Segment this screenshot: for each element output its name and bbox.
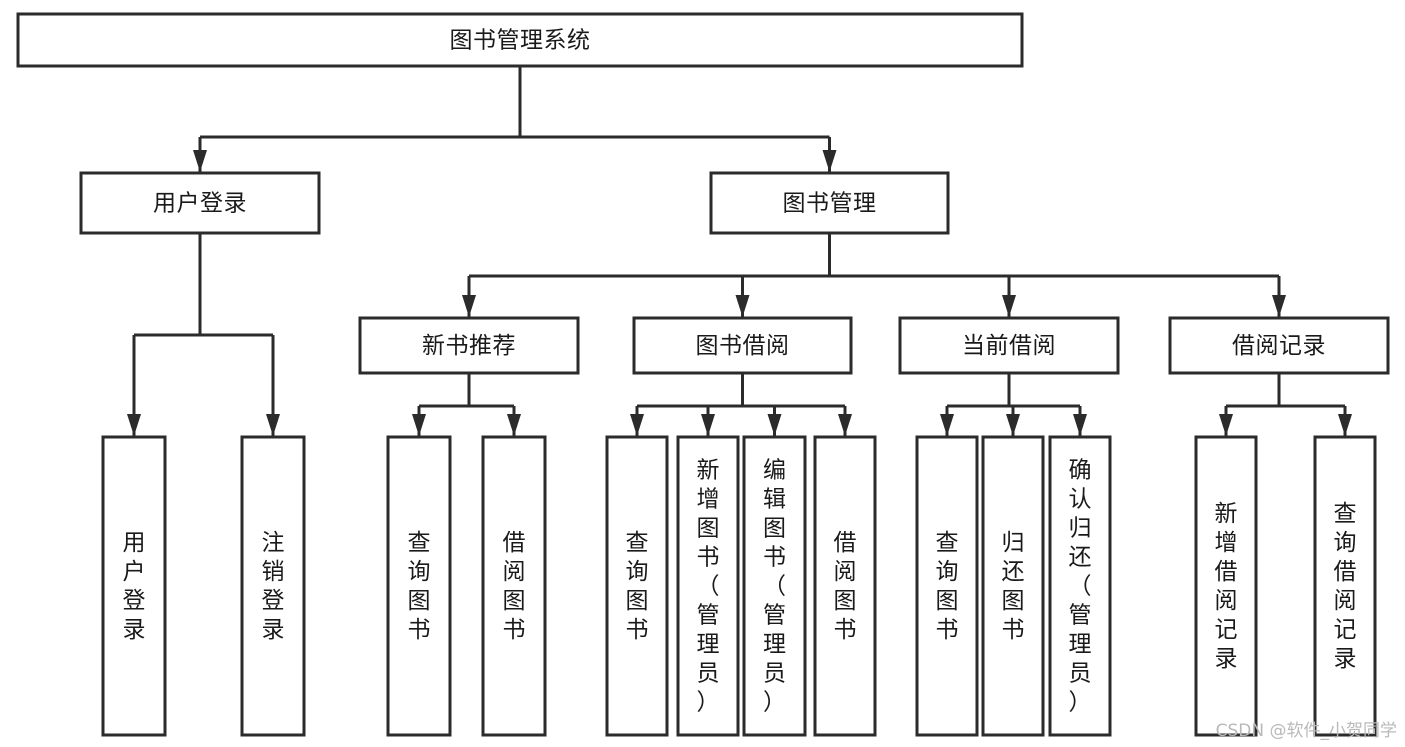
arrow-head-icon	[1272, 295, 1286, 317]
node-current-borrow[interactable]: 当前借阅	[898, 316, 1120, 375]
node-book-management[interactable]: 图书管理	[709, 171, 950, 235]
csdn-watermark: CSDN @软件_小贺同学	[1215, 721, 1397, 741]
node-box-edit-book-admin[interactable]	[742, 435, 807, 737]
arrow-head-icon	[127, 414, 141, 436]
arrow-head-icon	[462, 295, 476, 317]
node-label-add-borrow-record: 新增借阅记录	[1215, 501, 1238, 672]
node-box-confirm-return-admin[interactable]	[1048, 435, 1112, 737]
node-label-query-book-2: 查询图书	[626, 530, 649, 643]
arrow-head-icon	[630, 414, 644, 436]
node-label-edit-book-admin: 编辑图书（管理员）	[763, 458, 786, 716]
node-box-query-book-2[interactable]	[605, 435, 669, 737]
node-user-login-do[interactable]: 用户登录	[101, 435, 167, 737]
arrow-head-icon	[266, 414, 280, 436]
node-box-root[interactable]	[16, 12, 1024, 68]
node-edit-book-admin[interactable]: 编辑图书（管理员）	[742, 435, 807, 737]
node-box-query-borrow-record[interactable]	[1313, 435, 1377, 737]
node-query-book-2[interactable]: 查询图书	[605, 435, 669, 737]
arrow-head-icon	[767, 414, 782, 436]
node-label-user-login-do: 用户登录	[123, 530, 146, 643]
arrow-head-icon	[701, 414, 715, 436]
node-label-query-book-1: 查询图书	[408, 530, 431, 643]
node-borrow-record[interactable]: 借阅记录	[1168, 316, 1390, 375]
node-box-user-logout[interactable]	[240, 435, 306, 737]
node-box-borrow-book-1[interactable]	[481, 435, 547, 737]
node-label-borrow-book-2: 借阅图书	[834, 530, 857, 643]
connectors-layer	[127, 66, 1352, 436]
arrow-head-icon	[1006, 414, 1020, 436]
node-label-user-login: 用户登录	[153, 191, 247, 217]
node-book-borrow[interactable]: 图书借阅	[632, 316, 853, 375]
node-borrow-book-2[interactable]: 借阅图书	[813, 435, 877, 737]
arrow-head-icon	[940, 414, 954, 436]
arrow-head-icon	[822, 150, 837, 172]
node-label-borrow-book-1: 借阅图书	[503, 530, 526, 643]
node-box-add-borrow-record[interactable]	[1194, 435, 1258, 737]
node-new-book-recommend[interactable]: 新书推荐	[358, 316, 580, 375]
node-box-add-book-admin[interactable]	[676, 435, 740, 737]
node-box-return-book[interactable]	[981, 435, 1045, 737]
node-borrow-book-1[interactable]: 借阅图书	[481, 435, 547, 737]
arrow-head-icon	[1219, 414, 1233, 436]
node-query-book-3[interactable]: 查询图书	[915, 435, 979, 737]
arrow-head-icon	[1338, 414, 1352, 436]
node-add-book-admin[interactable]: 新增图书（管理员）	[676, 435, 740, 737]
arrow-head-icon	[735, 295, 750, 317]
node-label-add-book-admin: 新增图书（管理员）	[697, 458, 720, 716]
node-label-return-book: 归还图书	[1002, 530, 1025, 643]
node-label-query-book-3: 查询图书	[936, 530, 959, 643]
node-box-current-borrow[interactable]	[898, 316, 1120, 375]
node-user-logout[interactable]: 注销登录	[240, 435, 306, 737]
node-query-borrow-record[interactable]: 查询借阅记录	[1313, 435, 1377, 737]
node-label-book-management: 图书管理	[783, 191, 877, 217]
node-box-query-book-3[interactable]	[915, 435, 979, 737]
node-label-root: 图书管理系统	[450, 28, 591, 54]
node-label-current-borrow: 当前借阅	[962, 333, 1056, 359]
node-box-query-book-1[interactable]	[386, 435, 452, 737]
node-box-borrow-record[interactable]	[1168, 316, 1390, 375]
nodes-layer: 图书管理系统用户登录图书管理用户登录注销登录新书推荐查询图书借阅图书图书借阅查询…	[16, 12, 1390, 737]
node-label-borrow-record: 借阅记录	[1232, 333, 1326, 359]
node-label-query-borrow-record: 查询借阅记录	[1334, 501, 1357, 672]
node-label-user-logout: 注销登录	[262, 530, 285, 643]
node-box-user-login[interactable]	[79, 171, 321, 235]
node-return-book[interactable]: 归还图书	[981, 435, 1045, 737]
node-user-login[interactable]: 用户登录	[79, 171, 321, 235]
arrow-head-icon	[1002, 295, 1016, 317]
arrow-head-icon	[507, 414, 521, 436]
node-box-new-book-recommend[interactable]	[358, 316, 580, 375]
node-box-borrow-book-2[interactable]	[813, 435, 877, 737]
arrow-head-icon	[412, 414, 426, 436]
node-label-new-book-recommend: 新书推荐	[422, 333, 516, 359]
arrow-head-icon	[193, 150, 207, 172]
node-confirm-return-admin[interactable]: 确认归还（管理员）	[1048, 435, 1112, 737]
node-box-book-borrow[interactable]	[632, 316, 853, 375]
arrow-head-icon	[838, 414, 852, 436]
node-label-confirm-return-admin: 确认归还（管理员）	[1069, 458, 1092, 716]
arrow-head-icon	[1073, 414, 1087, 436]
node-add-borrow-record[interactable]: 新增借阅记录	[1194, 435, 1258, 737]
node-root[interactable]: 图书管理系统	[16, 12, 1024, 68]
node-query-book-1[interactable]: 查询图书	[386, 435, 452, 737]
node-box-book-management[interactable]	[709, 171, 950, 235]
node-label-book-borrow: 图书借阅	[696, 333, 790, 359]
node-box-user-login-do[interactable]	[101, 435, 167, 737]
